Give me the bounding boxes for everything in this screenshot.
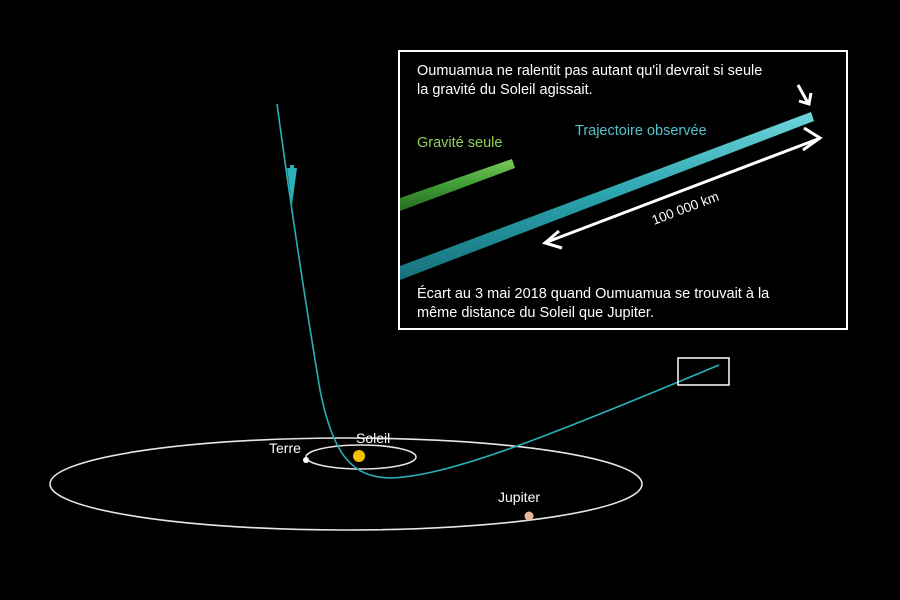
jupiter-orbit: [49, 437, 643, 531]
earth-icon: [303, 457, 309, 463]
gravity-only-track: [400, 159, 515, 211]
zoom-region-box: [677, 357, 730, 386]
inset-note-line2: même distance du Soleil que Jupiter.: [417, 305, 654, 321]
observed-trajectory-label: Trajectoire observée: [575, 123, 707, 139]
jupiter-label: Jupiter: [498, 489, 540, 505]
gravity-only-label: Gravité seule: [417, 135, 502, 151]
jupiter-icon: [524, 511, 534, 521]
sun-icon: [353, 450, 365, 462]
pointer-arrow-icon: [796, 84, 813, 106]
oumuamua-trajectory: [276, 103, 720, 479]
inset-title-line1: Oumuamua ne ralentit pas autant qu'il de…: [417, 63, 762, 79]
sun-label: Soleil: [356, 430, 390, 446]
distance-arrow: [541, 126, 823, 250]
earth-label: Terre: [269, 440, 301, 456]
observed-track: [400, 112, 814, 280]
inset-title-line2: la gravité du Soleil agissait.: [417, 82, 593, 98]
inset-panel: Oumuamua ne ralentit pas autant qu'il de…: [398, 50, 848, 330]
inset-note-line1: Écart au 3 mai 2018 quand Oumuamua se tr…: [417, 285, 770, 302]
